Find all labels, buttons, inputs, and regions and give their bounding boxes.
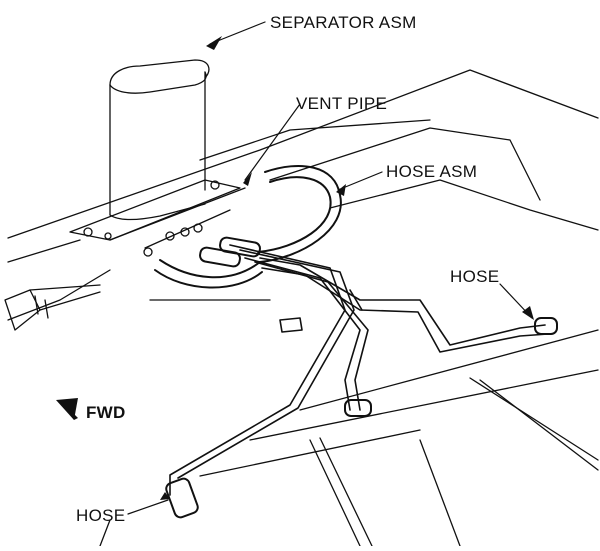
fwd-arrow-icon — [56, 398, 78, 420]
label-hose-right: HOSE — [450, 267, 500, 286]
tube-lines — [169, 244, 549, 496]
hose-stubs — [165, 236, 558, 519]
label-fwd: FWD — [86, 403, 126, 422]
label-separator-asm: SEPARATOR ASM — [270, 13, 417, 32]
body-panel — [7, 69, 599, 547]
label-hose-asm: HOSE ASM — [386, 162, 478, 181]
left-clip — [4, 284, 101, 331]
label-vent-pipe: VENT PIPE — [296, 94, 388, 113]
hose-asm — [154, 165, 342, 289]
leader-arrowheads — [160, 36, 534, 500]
vent-pipe — [109, 187, 246, 257]
separator-asm — [69, 59, 241, 241]
label-hose-bottom: HOSE — [76, 506, 126, 525]
